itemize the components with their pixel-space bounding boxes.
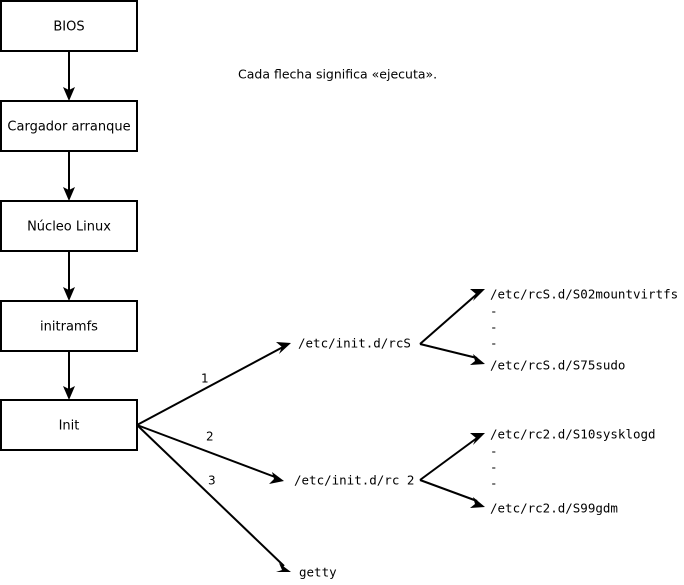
arrow-rcs-to-last-script (419, 343, 485, 365)
boot-stage-bootloader: Cargador arranque (0, 100, 138, 152)
boot-stage-bios: BIOS (0, 0, 138, 52)
branch-number-1: 1 (201, 372, 209, 386)
arrow-bootloader-to-kernel (63, 151, 75, 201)
arrow-bios-to-bootloader (63, 51, 75, 101)
init-branch-label-getty: getty (299, 565, 337, 580)
rcs-ellipsis-dash: - (490, 320, 498, 335)
arrow-rcs-to-first-script (419, 289, 485, 345)
boot-stage-label: Init (59, 419, 80, 434)
branch-number-2: 2 (206, 430, 214, 444)
diagram-caption: Cada flecha significa «ejecuta». (238, 67, 437, 82)
arrow-init-to-getty (136, 424, 291, 572)
boot-stage-label: initramfs (40, 320, 98, 335)
arrow-initramfs-to-init (63, 351, 75, 400)
arrow-init-to-rc2 (136, 424, 284, 484)
box-outline (0, 399, 138, 451)
box-outline (0, 100, 138, 152)
rc2-ellipsis-dash: - (490, 476, 498, 491)
rc2-ellipsis-dash: - (490, 460, 498, 475)
boot-stage-init: Init (0, 399, 138, 451)
boot-stage-kernel: Núcleo Linux (0, 200, 138, 252)
rcs-script-first: /etc/rcS.d/S02mountvirtfs (490, 287, 678, 302)
box-outline (0, 0, 138, 52)
rcs-ellipsis-dash: - (490, 336, 498, 351)
init-branch-label-rcs: /etc/init.d/rcS (298, 336, 411, 351)
rcs-script-last: /etc/rcS.d/S75sudo (490, 358, 625, 373)
arrow-kernel-to-initramfs (63, 251, 75, 301)
init-branch-label-rc2: /etc/init.d/rc 2 (294, 473, 414, 488)
boot-stage-label: Cargador arranque (7, 120, 130, 135)
rc2-ellipsis-dash: - (490, 444, 498, 459)
arrow-rc2-to-last-script (419, 479, 485, 508)
boot-stage-label: Núcleo Linux (27, 220, 111, 235)
arrow-init-to-rcs (136, 342, 291, 426)
rc2-script-last: /etc/rc2.d/S99gdm (490, 501, 618, 516)
box-outline (0, 300, 138, 352)
boot-stage-initramfs: initramfs (0, 300, 138, 352)
branch-number-3: 3 (208, 474, 216, 488)
boot-stage-label: BIOS (53, 20, 84, 35)
rcs-ellipsis-dash: - (490, 304, 498, 319)
rc2-script-first: /etc/rc2.d/S10sysklogd (490, 427, 656, 442)
arrow-rc2-to-first-script (419, 433, 485, 481)
